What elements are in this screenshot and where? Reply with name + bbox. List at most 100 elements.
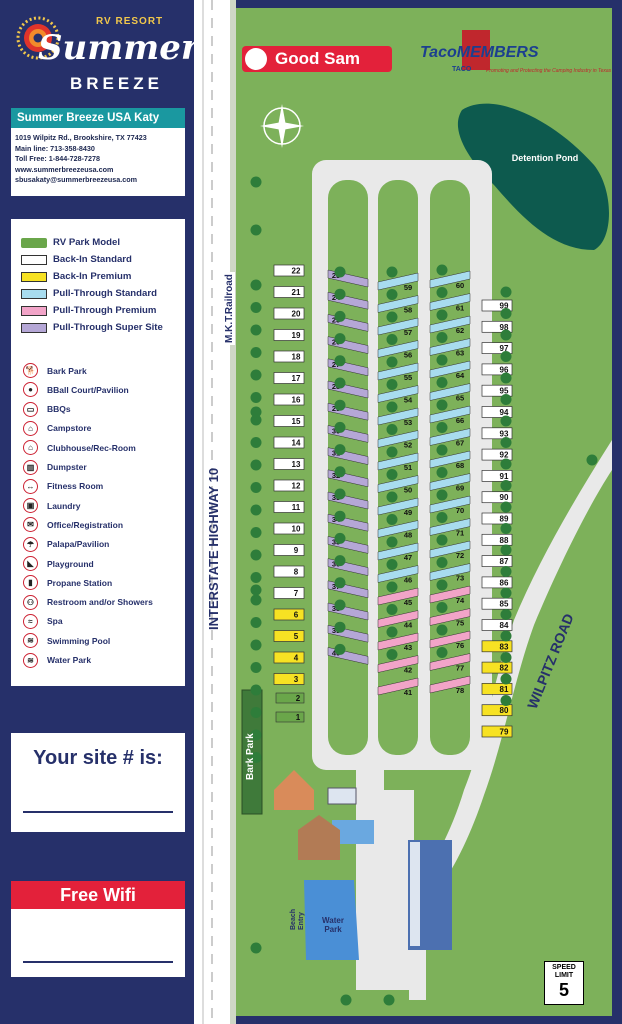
site-10[interactable]	[273, 522, 305, 535]
site-89[interactable]	[481, 512, 513, 525]
site-92[interactable]	[481, 448, 513, 461]
site-76[interactable]	[429, 630, 471, 649]
site-73[interactable]	[429, 563, 471, 581]
site-98[interactable]	[481, 320, 513, 333]
site-16[interactable]	[273, 393, 305, 406]
site-54[interactable]	[377, 385, 419, 403]
site-45[interactable]	[377, 587, 419, 606]
wifi-line[interactable]	[23, 961, 173, 963]
site-12[interactable]	[273, 479, 305, 492]
site-87[interactable]	[481, 555, 513, 567]
tree-icon	[436, 399, 448, 411]
site-20[interactable]	[273, 307, 305, 320]
site-number-line[interactable]	[23, 811, 173, 813]
site-52[interactable]	[377, 430, 419, 448]
email-link[interactable]: sbusakaty@summerbreezeusa.com	[15, 175, 138, 184]
site-97[interactable]	[481, 342, 513, 354]
site-69[interactable]	[429, 473, 471, 491]
site-78[interactable]	[429, 675, 471, 694]
site-99[interactable]	[481, 299, 513, 312]
site-18[interactable]	[273, 350, 305, 363]
site-68[interactable]	[429, 450, 471, 469]
site-81[interactable]	[481, 683, 513, 695]
site-15[interactable]	[273, 415, 305, 427]
site-77[interactable]	[429, 653, 471, 671]
site-71[interactable]	[429, 518, 471, 536]
site-93[interactable]	[481, 427, 513, 440]
site-79[interactable]	[481, 725, 513, 738]
site-4[interactable]	[273, 651, 305, 664]
site-55[interactable]	[377, 362, 419, 381]
site-96[interactable]	[481, 363, 513, 376]
site-83[interactable]	[481, 640, 513, 653]
site-1[interactable]	[275, 711, 305, 723]
amenity-label: Water Park	[47, 655, 92, 665]
site-95[interactable]	[481, 384, 513, 397]
site-50[interactable]	[377, 475, 419, 493]
site-number: 7	[294, 589, 299, 598]
site-42[interactable]	[377, 655, 419, 673]
site-75[interactable]	[429, 608, 471, 626]
site-90[interactable]	[481, 491, 513, 504]
site-61[interactable]	[429, 293, 471, 311]
amenity-label: Playground	[47, 558, 94, 569]
site-85[interactable]	[481, 597, 513, 610]
site-number: 81	[500, 685, 509, 694]
site-3[interactable]	[273, 673, 305, 685]
site-46[interactable]	[377, 565, 419, 583]
site-72[interactable]	[429, 540, 471, 559]
site-91[interactable]	[481, 470, 513, 482]
swatch	[21, 305, 47, 316]
site-59[interactable]	[377, 272, 419, 291]
site-2[interactable]	[275, 692, 305, 704]
site-56[interactable]	[377, 340, 419, 358]
site-7[interactable]	[273, 587, 305, 599]
site-number: 3	[294, 675, 299, 684]
site-22[interactable]	[273, 264, 305, 277]
site-8[interactable]	[273, 565, 305, 578]
site-11[interactable]	[273, 501, 305, 513]
website-link[interactable]: www.summerbreezeusa.com	[15, 164, 114, 174]
site-number: 89	[500, 515, 509, 524]
site-48[interactable]	[377, 520, 419, 538]
site-17[interactable]	[273, 372, 305, 384]
site-13[interactable]	[273, 458, 305, 470]
site-5[interactable]	[273, 630, 305, 642]
site-6[interactable]	[273, 608, 305, 621]
site-63[interactable]	[429, 338, 471, 356]
site-60[interactable]	[429, 270, 471, 289]
site-70[interactable]	[429, 495, 471, 514]
spa-icon: ≈	[23, 613, 38, 629]
site-58[interactable]	[377, 295, 419, 313]
site-14[interactable]	[273, 436, 305, 449]
site-57[interactable]	[377, 317, 419, 336]
site-74[interactable]	[429, 585, 471, 604]
tree-icon	[436, 354, 448, 366]
site-9[interactable]	[273, 544, 305, 556]
site-94[interactable]	[481, 406, 513, 418]
site-44[interactable]	[377, 610, 419, 628]
site-49[interactable]	[377, 497, 419, 516]
site-88[interactable]	[481, 533, 513, 546]
site-41[interactable]	[377, 677, 419, 696]
site-47[interactable]	[377, 542, 419, 561]
tree-icon	[250, 684, 262, 696]
site-number: 56	[404, 351, 412, 360]
site-84[interactable]	[481, 619, 513, 631]
site-80[interactable]	[481, 704, 513, 717]
site-82[interactable]	[481, 661, 513, 674]
site-67[interactable]	[429, 428, 471, 446]
contact-card: Summer Breeze USA Katy 1019 Wilpitz Rd.,…	[11, 108, 185, 196]
site-62[interactable]	[429, 315, 471, 334]
site-64[interactable]	[429, 360, 471, 379]
site-19[interactable]	[273, 329, 305, 341]
site-66[interactable]	[429, 405, 471, 424]
site-43[interactable]	[377, 632, 419, 651]
site-51[interactable]	[377, 452, 419, 471]
tree-icon	[586, 454, 598, 466]
site-86[interactable]	[481, 576, 513, 589]
site-53[interactable]	[377, 407, 419, 426]
site-21[interactable]	[273, 286, 305, 298]
site-number: 10	[292, 525, 301, 534]
site-65[interactable]	[429, 383, 471, 401]
